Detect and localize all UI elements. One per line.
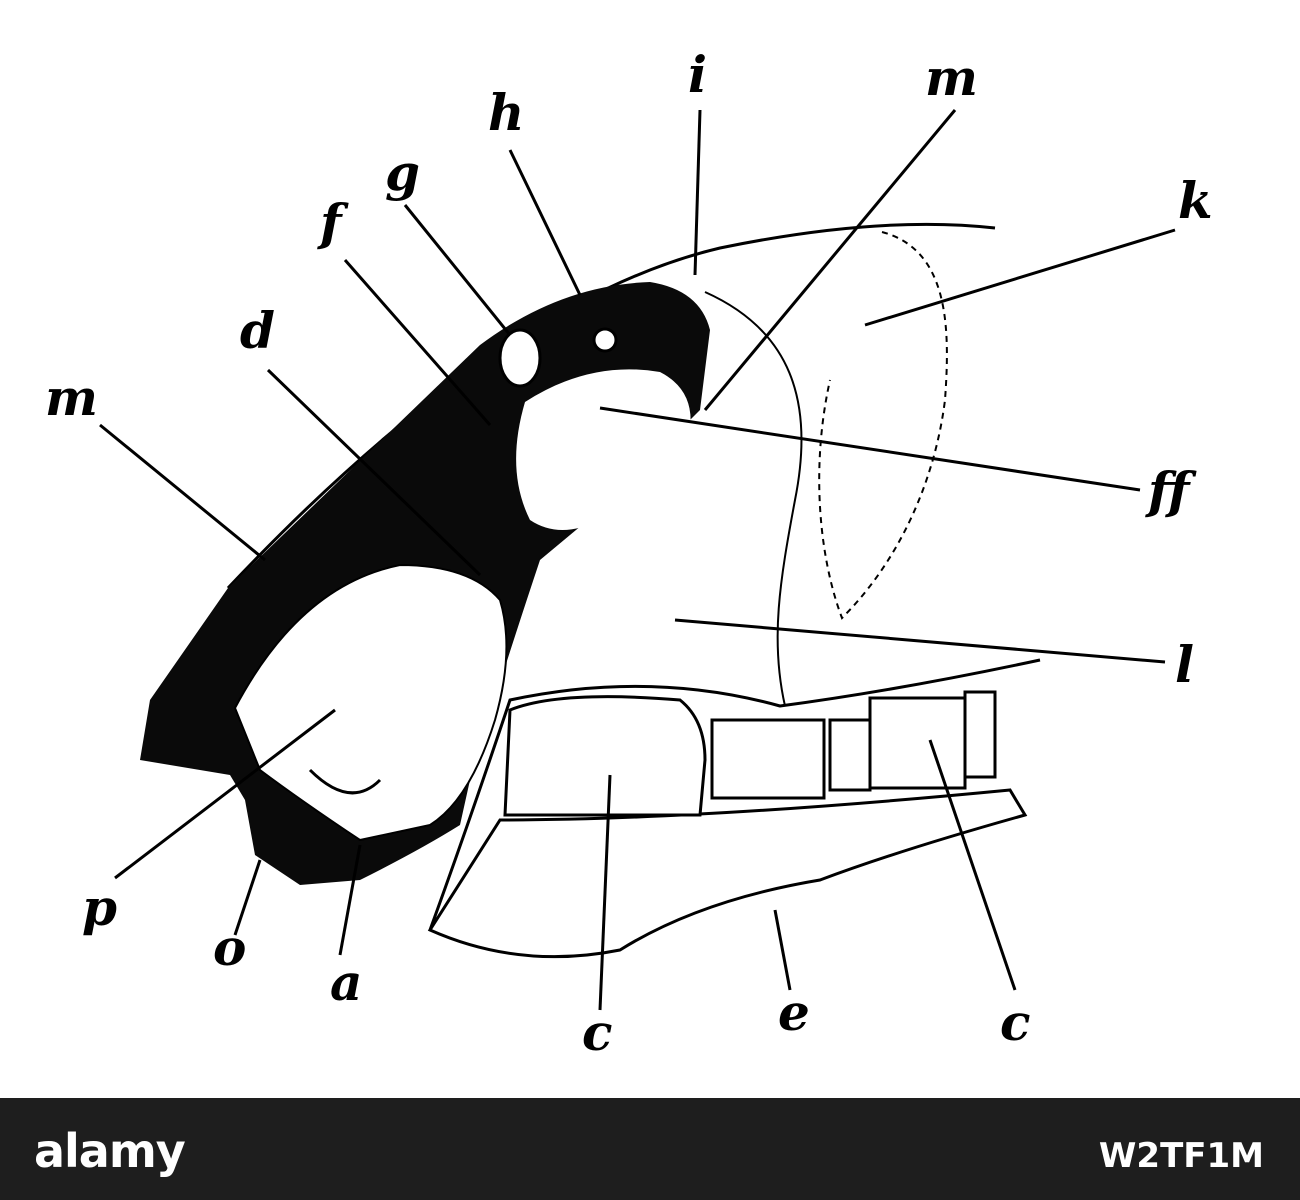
label-c-mid: c <box>582 1003 612 1062</box>
label-o: o <box>213 918 246 977</box>
leader-h <box>510 150 580 295</box>
leader-m-top <box>705 110 955 410</box>
orifice-h <box>594 329 616 351</box>
leader-e <box>775 910 790 990</box>
leader-ff <box>600 408 1140 490</box>
leader-k <box>865 230 1175 325</box>
label-c-right: c <box>1000 993 1030 1052</box>
leader-i <box>695 110 700 275</box>
label-h: h <box>488 83 524 142</box>
label-ff: ff <box>1145 461 1197 520</box>
stock-image-id: W2TF1M <box>1099 1136 1264 1176</box>
leader-g <box>405 205 510 335</box>
leader-l <box>675 620 1165 662</box>
tooth-4 <box>870 698 965 788</box>
label-l: l <box>1175 635 1194 694</box>
label-m-top: m <box>925 48 978 107</box>
leader-m-left <box>100 425 265 560</box>
label-e: e <box>778 983 810 1042</box>
alamy-logo: alamy <box>34 1124 185 1178</box>
label-i: i <box>688 45 707 104</box>
tooth-5 <box>965 692 995 777</box>
label-m-left: m <box>45 368 98 427</box>
label-k: k <box>1178 171 1213 230</box>
label-p: p <box>82 878 117 937</box>
tooth-3 <box>830 720 870 790</box>
pale-upper-patch <box>516 369 691 530</box>
large-incisor <box>505 697 705 815</box>
label-f: f <box>317 193 349 252</box>
ear-region <box>819 232 947 618</box>
label-a: a <box>330 953 362 1012</box>
orifice-g <box>500 330 540 386</box>
tooth-2 <box>712 720 824 798</box>
label-d: d <box>240 301 275 360</box>
label-g: g <box>385 143 420 202</box>
